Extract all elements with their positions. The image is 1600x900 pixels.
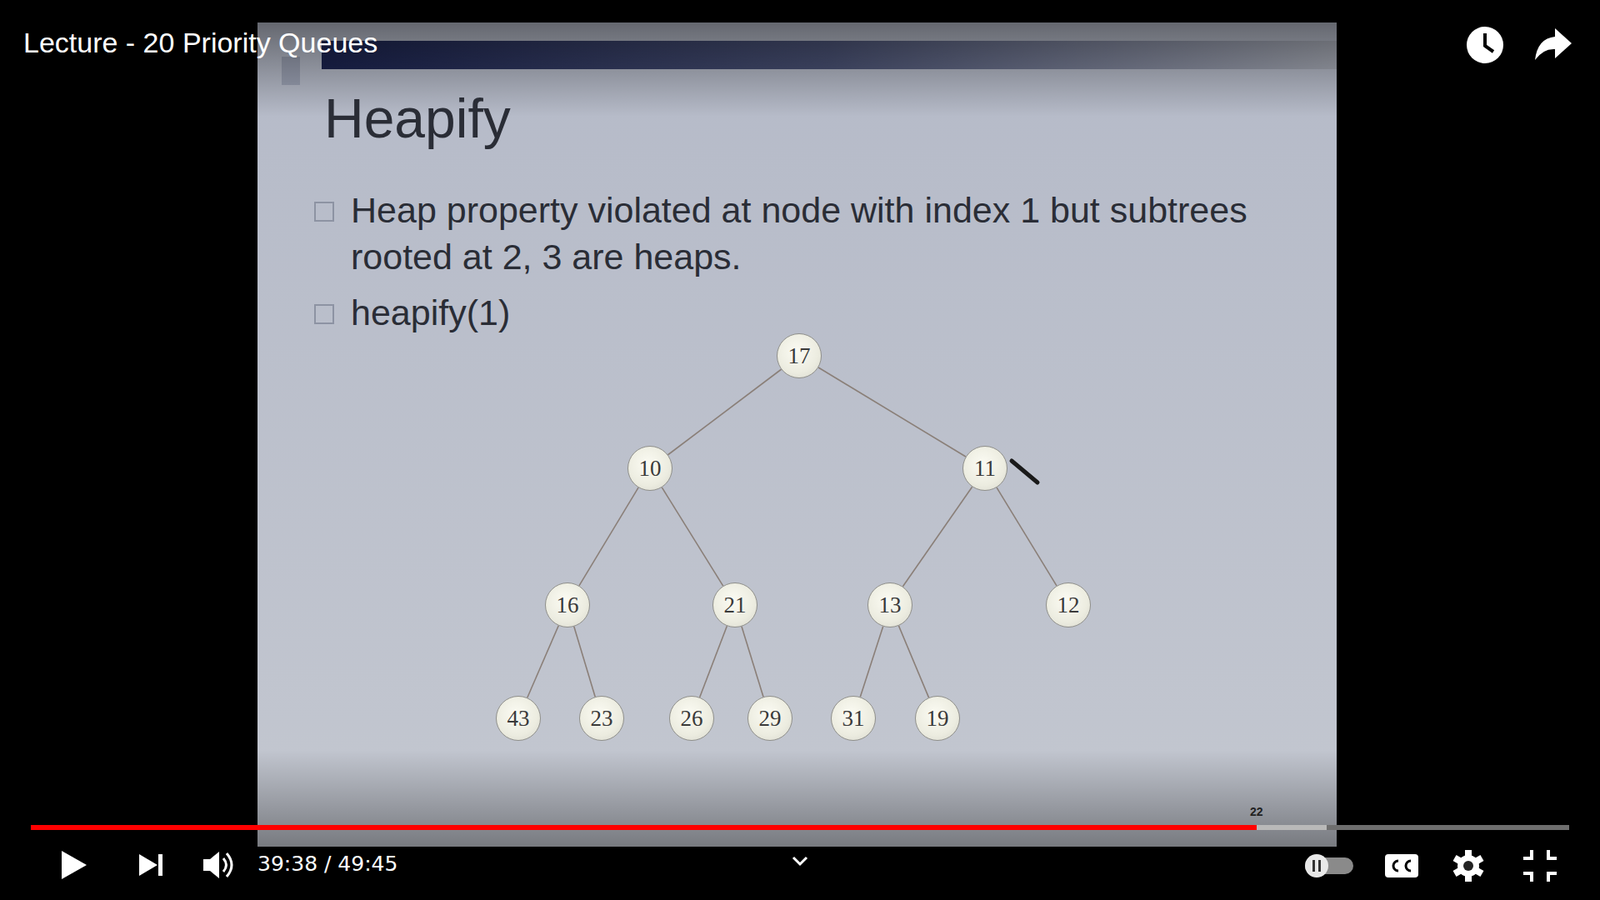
bullet-text: Heap property violated at node with inde… xyxy=(350,186,1276,280)
tree-edge xyxy=(574,626,595,697)
heap-node: 12 xyxy=(1045,582,1091,628)
node-value: 12 xyxy=(1057,594,1080,617)
node-value: 26 xyxy=(680,707,704,730)
heap-node: 13 xyxy=(867,582,913,628)
node-value: 23 xyxy=(590,707,614,730)
heap-node: 43 xyxy=(495,695,541,741)
tree-edge xyxy=(902,486,972,587)
heap-node: 26 xyxy=(669,695,715,741)
heap-node: 10 xyxy=(627,445,673,491)
node-value: 21 xyxy=(724,594,747,617)
tree-edge xyxy=(818,367,966,457)
tree-edge xyxy=(527,625,560,698)
node-value: 17 xyxy=(788,345,811,368)
tree-edge xyxy=(860,626,883,698)
heap-node: 16 xyxy=(545,582,590,628)
node-value: 13 xyxy=(879,594,902,617)
node-value: 16 xyxy=(556,594,580,617)
heap-node: 11 xyxy=(962,445,1008,491)
video-title: Lecture - 20 Priority Queues xyxy=(23,26,378,60)
bullet-text: heapify(1) xyxy=(350,289,510,336)
node-value: 19 xyxy=(926,707,950,730)
node-value: 10 xyxy=(639,457,662,480)
slide-number: 22 xyxy=(1250,805,1264,819)
node-value: 43 xyxy=(507,707,530,730)
tree-edge xyxy=(700,625,728,698)
tree-edge xyxy=(898,625,929,698)
node-value: 31 xyxy=(842,707,865,730)
slide-title: Heapify xyxy=(324,86,511,150)
heap-node: 29 xyxy=(747,695,793,741)
node-value: 29 xyxy=(759,707,782,730)
time-display: 39:38 / 49:45 xyxy=(257,851,398,876)
tree-edge xyxy=(996,487,1057,586)
tree-edge xyxy=(661,487,723,586)
heap-node: 19 xyxy=(915,695,960,741)
heap-node: 17 xyxy=(776,333,822,379)
node-value: 11 xyxy=(974,457,996,480)
heap-node: 23 xyxy=(579,695,625,741)
tree-edge xyxy=(741,626,764,697)
heap-node: 21 xyxy=(712,582,758,628)
tree-edge xyxy=(668,369,782,455)
heap-node: 31 xyxy=(830,695,876,741)
tree-edge xyxy=(579,487,639,586)
